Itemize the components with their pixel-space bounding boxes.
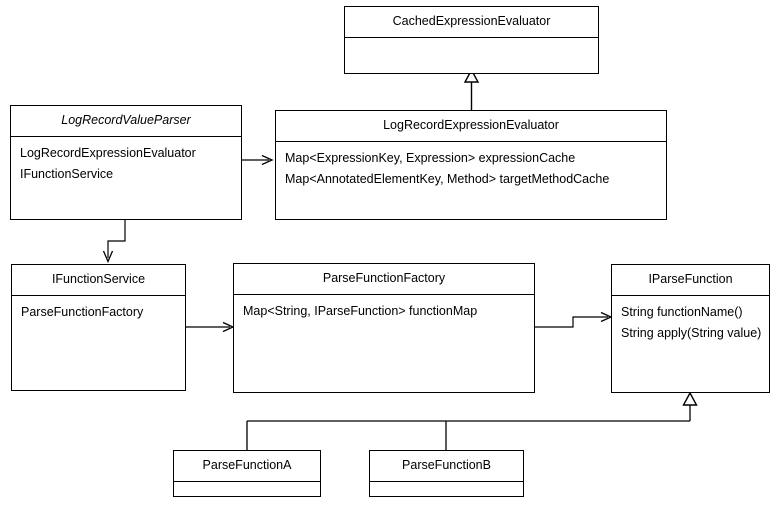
- edge-association-functionservice-factory: [186, 321, 235, 333]
- edge-association-parser-evaluator: [242, 154, 274, 166]
- class-title-cached-expression-evaluator: CachedExpressionEvaluator: [345, 7, 598, 38]
- edge-generalization-parsefunction-tree: [246, 391, 698, 450]
- class-attributes-parse-function-a: [174, 482, 320, 497]
- class-title-parse-function-b: ParseFunctionB: [370, 451, 523, 482]
- class-title-log-record-expression-evaluator: LogRecordExpressionEvaluator: [276, 111, 666, 142]
- class-attribute: LogRecordExpressionEvaluator: [20, 145, 196, 160]
- class-attributes-parse-function-factory: Map<String, IParseFunction> functionMap: [234, 295, 534, 393]
- edge-generalization-evaluator: [463, 68, 480, 110]
- class-attributes-parse-function-b: [370, 482, 523, 497]
- class-attribute: String apply(String value): [621, 326, 762, 340]
- class-attribute: String functionName(): [621, 304, 743, 319]
- edge-association-parser-functionservice: [102, 220, 126, 264]
- class-attributes-log-record-value-parser: LogRecordExpressionEvaluator IFunctionSe…: [11, 137, 241, 220]
- class-attribute: Map<AnnotatedElementKey, Method> targetM…: [285, 172, 610, 186]
- edge-association-factory-iparsefunction: [535, 311, 613, 328]
- class-title-ifunction-service: IFunctionService: [12, 265, 185, 296]
- class-attributes-log-record-expression-evaluator: Map<ExpressionKey, Expression> expressio…: [276, 142, 666, 220]
- class-box-parse-function-factory[interactable]: ParseFunctionFactory Map<String, IParseF…: [233, 263, 535, 393]
- class-attribute: Map<String, IParseFunction> functionMap: [243, 303, 478, 318]
- class-box-parse-function-b[interactable]: ParseFunctionB: [369, 450, 524, 497]
- class-attributes-ifunction-service: ParseFunctionFactory: [12, 296, 185, 391]
- class-attributes-cached-expression-evaluator: [345, 38, 598, 74]
- class-attribute: ParseFunctionFactory: [21, 304, 144, 319]
- class-box-log-record-value-parser[interactable]: LogRecordValueParser LogRecordExpression…: [10, 105, 242, 220]
- class-attributes-iparse-function: String functionName() String apply(Strin…: [612, 296, 769, 393]
- class-box-log-record-expression-evaluator[interactable]: LogRecordExpressionEvaluator Map<Express…: [275, 110, 667, 220]
- class-box-ifunction-service[interactable]: IFunctionService ParseFunctionFactory: [11, 264, 186, 391]
- class-title-parse-function-a: ParseFunctionA: [174, 451, 320, 482]
- class-attribute: IFunctionService: [20, 167, 114, 181]
- class-box-cached-expression-evaluator[interactable]: CachedExpressionEvaluator: [344, 6, 599, 74]
- class-box-iparse-function[interactable]: IParseFunction String functionName() Str…: [611, 264, 770, 393]
- class-box-parse-function-a[interactable]: ParseFunctionA: [173, 450, 321, 497]
- class-title-log-record-value-parser: LogRecordValueParser: [11, 106, 241, 137]
- class-attribute: Map<ExpressionKey, Expression> expressio…: [285, 150, 576, 165]
- class-title-iparse-function: IParseFunction: [612, 265, 769, 296]
- class-title-parse-function-factory: ParseFunctionFactory: [234, 264, 534, 295]
